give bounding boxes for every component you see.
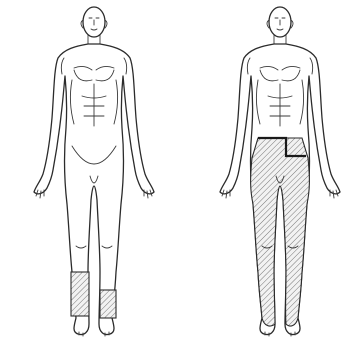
figure-right [220,7,340,336]
left-figure-shaded-left-shin [100,290,116,318]
left-figure-shaded-right-shin [71,272,89,316]
figure-left [34,7,154,336]
